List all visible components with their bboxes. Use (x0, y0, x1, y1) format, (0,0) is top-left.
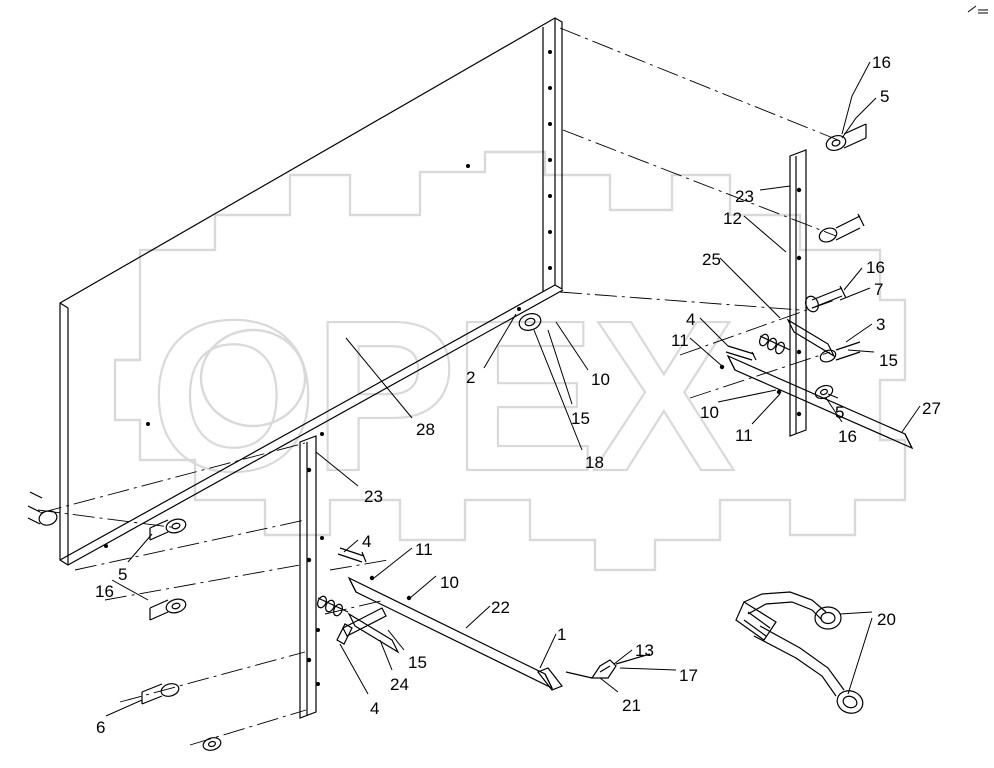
hardware-fasteners (27, 123, 867, 751)
callout-16: 16 (872, 53, 891, 72)
callout-4: 4 (686, 310, 696, 329)
callout-24: 24 (390, 675, 409, 694)
main-panel-assembly (59, 17, 564, 686)
svg-text:OPEX: OPEX (150, 275, 734, 516)
callout-13: 13 (635, 641, 654, 660)
callout-16-c: 16 (838, 427, 857, 446)
callout-4-b: 4 (362, 532, 372, 551)
callout-12: 12 (723, 209, 742, 228)
callout-16-b: 16 (866, 258, 885, 277)
left-vertical-post (299, 435, 317, 719)
leader-lines (105, 61, 921, 717)
watermark-gear-shape (113, 150, 907, 572)
callout-21: 21 (622, 696, 641, 715)
callout-20: 20 (877, 610, 896, 629)
callout-15: 15 (879, 351, 898, 370)
callout-25: 25 (702, 250, 721, 269)
callout-7: 7 (874, 280, 884, 299)
callout-5-c: 5 (118, 565, 128, 584)
right-diagonal-brace (719, 318, 914, 450)
small-rod-24 (336, 607, 387, 645)
callout-10-c: 10 (440, 573, 459, 592)
callout-11: 11 (671, 331, 689, 350)
callout-11-c: 11 (415, 540, 433, 559)
callout-22: 22 (491, 598, 510, 617)
callout-11-b: 11 (735, 426, 753, 445)
small-parts-13-21-17 (565, 653, 651, 679)
callout-27: 27 (922, 399, 941, 418)
left-diagonal-brace (317, 575, 563, 691)
callout-15-c: 15 (408, 653, 427, 672)
callout-1: 1 (557, 625, 567, 644)
callout-16-d: 16 (95, 582, 114, 601)
callout-17: 17 (679, 666, 698, 685)
callout-28: 28 (416, 420, 435, 439)
callout-2: 2 (466, 368, 476, 387)
strap-assembly-20 (735, 591, 864, 714)
callout-6: 6 (96, 718, 106, 737)
callout-5: 5 (880, 87, 890, 106)
callout-10-b: 10 (700, 403, 719, 422)
callout-23: 23 (735, 187, 754, 206)
watermark-text: OPEX (149, 274, 739, 517)
callout-23-b: 23 (364, 487, 383, 506)
callout-10: 10 (591, 370, 610, 389)
callout-5-b: 5 (835, 403, 845, 422)
callout-18: 18 (585, 453, 604, 472)
callout-3: 3 (876, 315, 886, 334)
corner-mark-icon (967, 5, 988, 14)
callout-15-b: 15 (571, 409, 590, 428)
callout-4-c: 4 (370, 699, 380, 718)
right-vertical-post (789, 149, 807, 437)
